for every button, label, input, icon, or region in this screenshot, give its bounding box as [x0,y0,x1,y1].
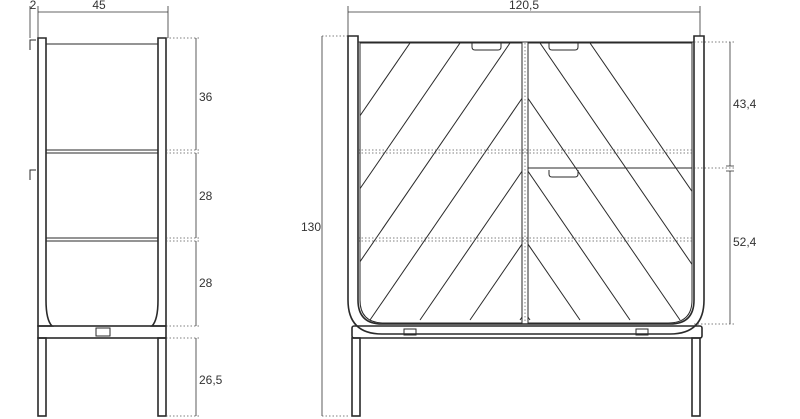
front-view: 120,5 130 [301,0,757,417]
left-door [359,42,523,324]
side-view: 45 2 36 28 [29,0,223,417]
depth-label: 45 [92,0,106,12]
side-left-panel [37,37,54,327]
side-front-leg [37,337,47,417]
height-label-middle-compartment: 28 [199,189,213,203]
front-base-rail [351,325,703,339]
height-label-bottom-compartment: 28 [199,276,213,290]
side-right-panel [150,37,167,327]
left-door-chevron-pattern [360,43,522,321]
side-back-leg [157,337,167,417]
total-height-label: 130 [301,220,321,234]
cabinet-frame [347,35,705,335]
height-label-top-compartment: 36 [199,90,213,104]
front-right-leg [691,337,701,417]
right-door-upper-handle [548,43,579,51]
wall-thickness-label: 2 [30,0,37,12]
side-base-rail [37,325,167,339]
left-door-handle [471,43,502,51]
lower-door-height-label: 52,4 [733,235,757,249]
right-door-lower-handle [548,170,579,178]
upper-door-height-label: 43,4 [733,97,757,111]
width-label: 120,5 [509,0,539,12]
height-label-legs: 26,5 [199,373,223,387]
right-door [527,42,693,324]
right-door-chevron-pattern [528,43,692,321]
front-left-leg [351,337,361,417]
